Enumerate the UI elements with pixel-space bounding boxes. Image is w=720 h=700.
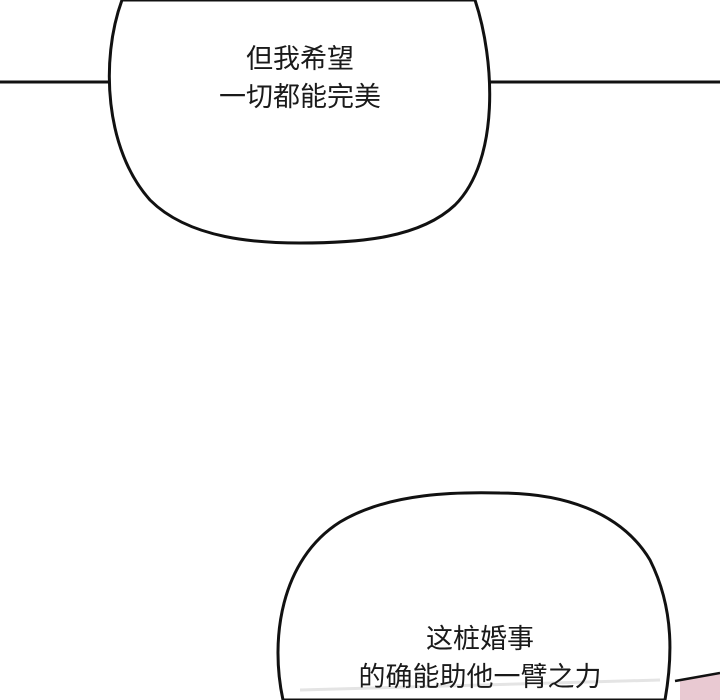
bubble-line: 这桩婚事	[426, 624, 534, 655]
bubble-line: 但我希望	[246, 44, 354, 75]
faint-line	[299, 678, 661, 692]
bubble-bottom-text: 这桩婚事 的确能助他一臂之力	[320, 621, 640, 697]
bubble-line: 的确能助他一臂之力	[358, 662, 602, 693]
bubble-line: 一切都能完美	[219, 82, 381, 113]
speech-bubble-bottom	[276, 491, 672, 700]
speech-bubble-top	[107, 0, 492, 245]
bubble-top-text: 但我希望 一切都能完美	[150, 41, 450, 117]
ink-line	[674, 671, 720, 683]
